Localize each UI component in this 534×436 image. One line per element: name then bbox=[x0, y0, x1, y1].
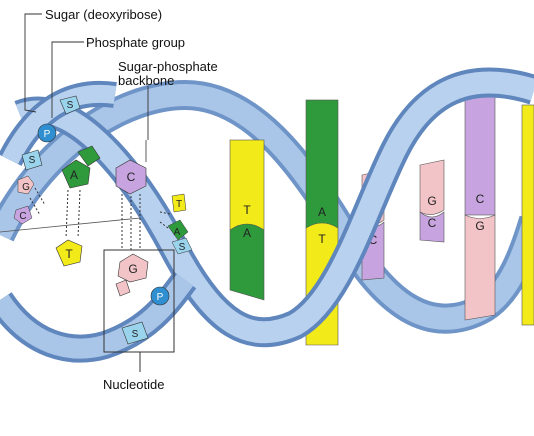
phosphate-label-bottom: P bbox=[157, 292, 164, 303]
left-pair-1-bottom: T bbox=[65, 247, 73, 261]
rung-3-bottom: C bbox=[369, 233, 378, 247]
nucleotide-box bbox=[103, 249, 175, 353]
phosphate-label-top: P bbox=[44, 129, 51, 140]
rung-5: C G bbox=[464, 94, 496, 321]
rung-4-bottom: C bbox=[428, 216, 437, 230]
label-nucleotide: Nucleotide bbox=[103, 377, 164, 392]
left-small-base-2: C bbox=[19, 211, 26, 222]
sugar-unit-top: S bbox=[67, 100, 74, 111]
left-pair-1: A T bbox=[55, 145, 101, 267]
rung-5-bottom: G bbox=[475, 219, 484, 233]
rung-1-bottom: A bbox=[243, 226, 251, 240]
cross-base-2: A bbox=[174, 227, 181, 238]
rung-1-top: T bbox=[243, 203, 251, 217]
rung-2-top: A bbox=[318, 205, 326, 219]
callouts bbox=[24, 13, 149, 140]
crossing-bases: T A S bbox=[159, 193, 193, 255]
left-pair-2-bottom: G bbox=[128, 262, 137, 276]
left-pair-2: C G bbox=[115, 140, 149, 297]
rung-partial bbox=[521, 104, 534, 326]
rung-2-bottom: T bbox=[318, 232, 326, 246]
rung-4-top: G bbox=[427, 194, 436, 208]
label-backbone-1: Sugar-phosphate bbox=[118, 59, 218, 74]
label-backbone-2: backbone bbox=[118, 73, 174, 88]
sugar-unit-left: S bbox=[29, 155, 36, 166]
label-phosphate: Phosphate group bbox=[86, 35, 185, 50]
guide-line bbox=[0, 217, 141, 233]
left-pair-1-top: A bbox=[70, 168, 78, 182]
sugar-unit-cross: S bbox=[179, 242, 186, 253]
rung-5-top: C bbox=[476, 192, 485, 206]
rung-1: T A bbox=[229, 139, 265, 301]
left-top-units: S P S G C bbox=[13, 95, 81, 225]
sugar-unit-bottom: S bbox=[132, 329, 139, 340]
cross-base-1: T bbox=[176, 199, 182, 210]
rung-2: A T bbox=[305, 99, 339, 346]
left-pair-2-top: C bbox=[127, 170, 136, 184]
phosphate-circle-bottom bbox=[150, 286, 170, 306]
phosphate-circle-top bbox=[37, 123, 57, 143]
left-small-base-1: G bbox=[22, 182, 30, 193]
label-sugar: Sugar (deoxyribose) bbox=[45, 7, 162, 22]
left-bottom-units: P S bbox=[121, 286, 170, 345]
rung-4: G C bbox=[419, 159, 445, 243]
